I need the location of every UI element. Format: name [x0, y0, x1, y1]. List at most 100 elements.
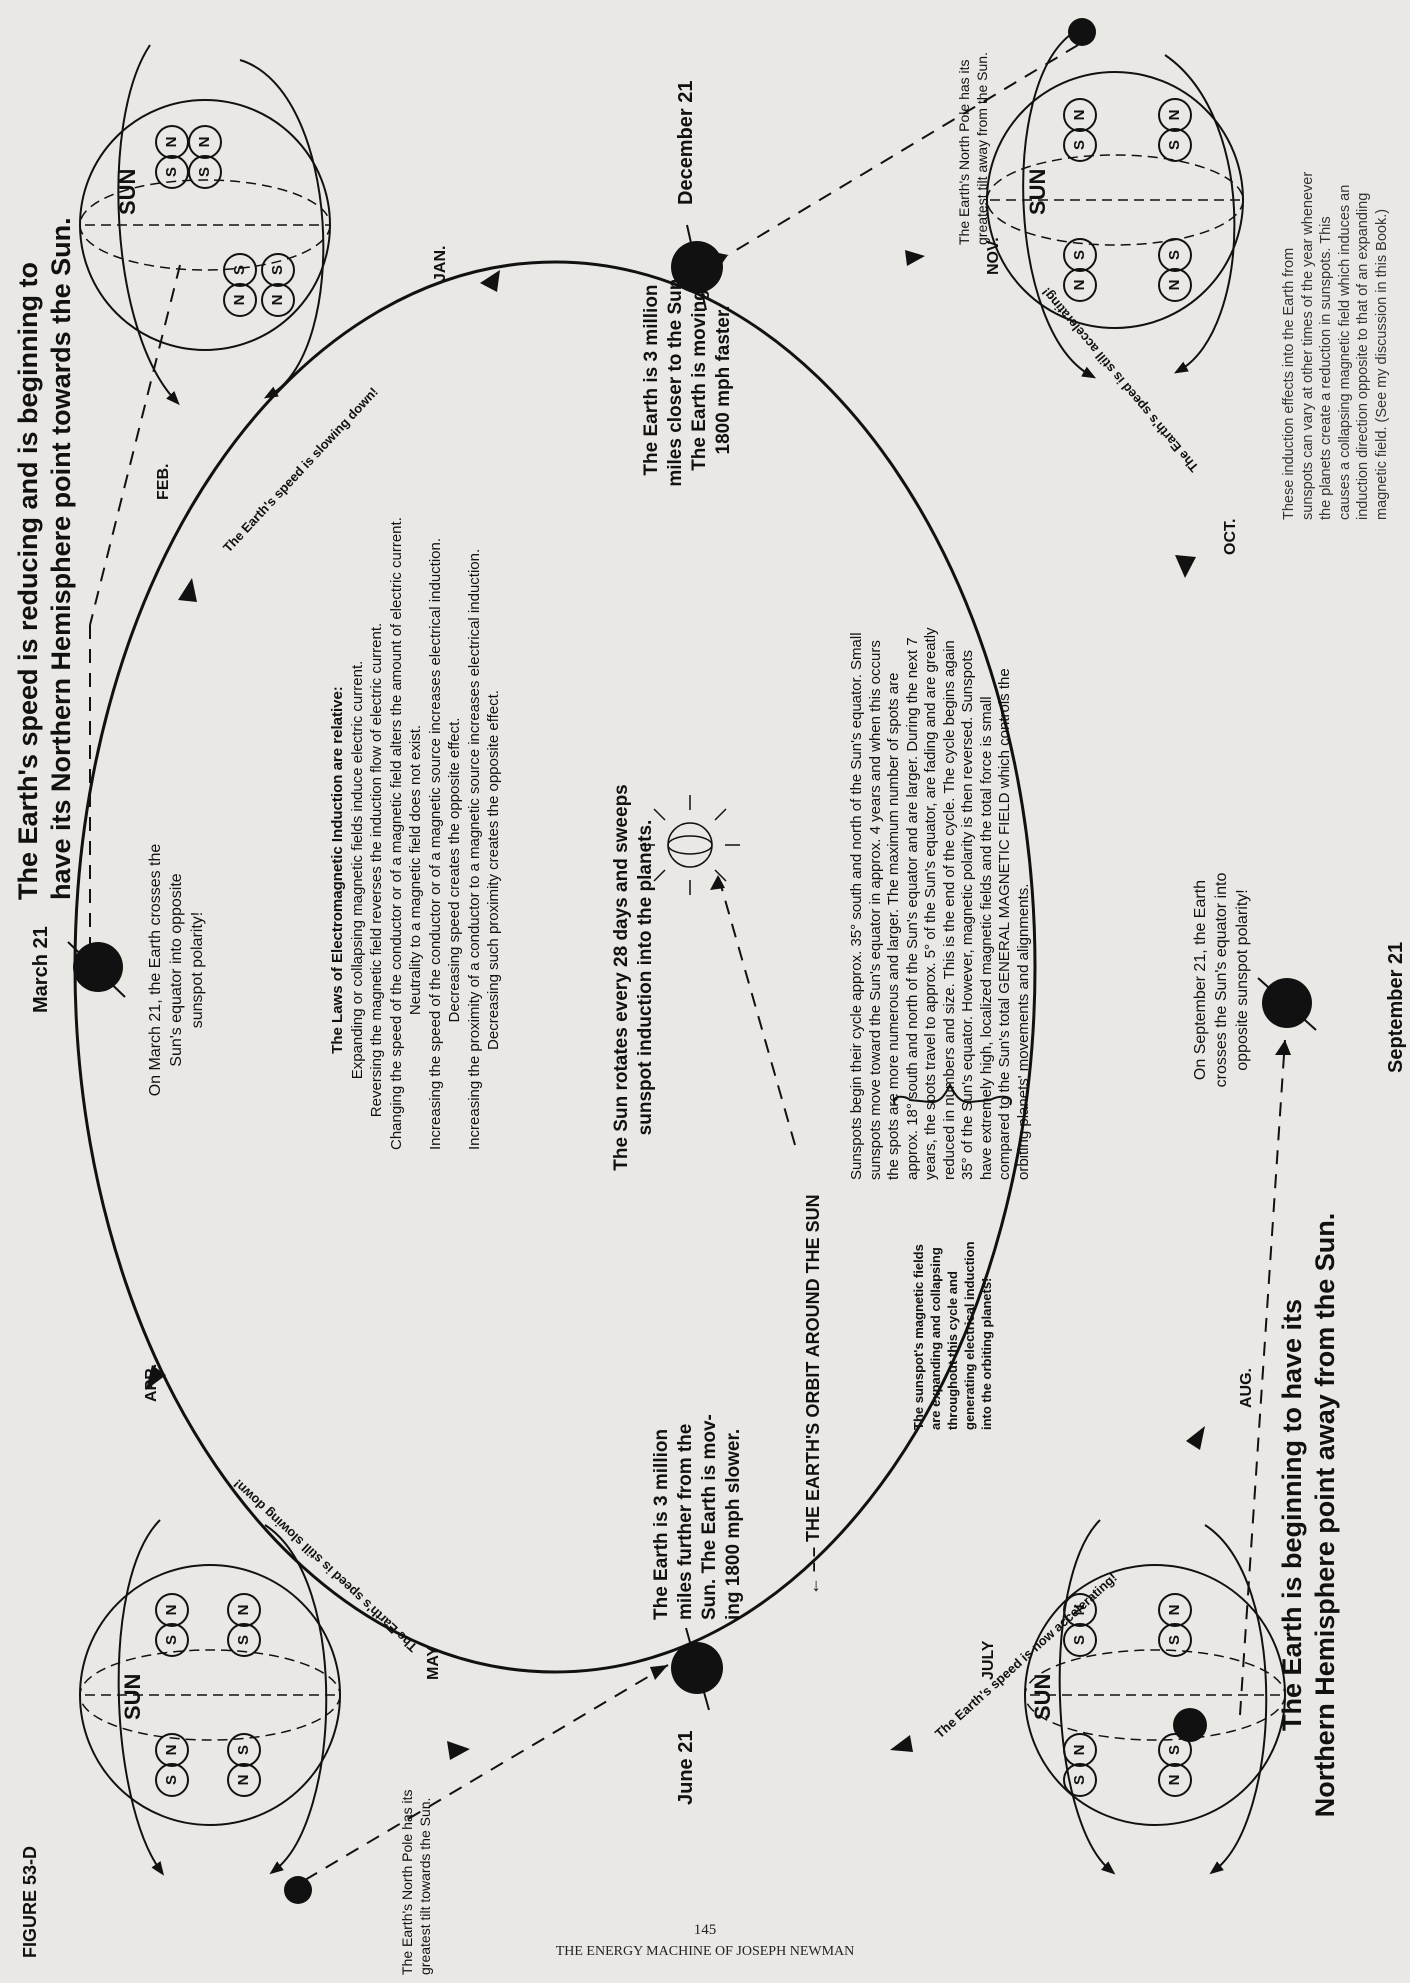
- sunspot-letter: N: [234, 1602, 254, 1618]
- month-oct: OCT.: [1222, 519, 1240, 555]
- sunspot-letter: S: [230, 262, 250, 278]
- september-note-line-2: crosses the Sun's equator into: [1211, 850, 1232, 1110]
- heading-bottom-line-2: Northern Hemisphere point away from the …: [1309, 1060, 1342, 1970]
- month-feb: FEB.: [155, 464, 173, 500]
- sun-label-bottom-left: SUN: [120, 1674, 146, 1720]
- sunspot-fields-line-1: The sunspot's magnetic fields: [910, 1110, 927, 1430]
- heading-top-line-2: have its Northern Hemisphere point towar…: [45, 217, 78, 900]
- heading-top: The Earth's speed is reducing and is beg…: [12, 217, 78, 900]
- september-note-line-3: opposite sunspot polarity!: [1232, 850, 1253, 1110]
- heading-bottom-line-1: The Earth is beginning to have its: [1276, 1060, 1309, 1970]
- month-aug: AUG.: [1238, 1368, 1256, 1408]
- laws-title: The Laws of Electromagnetic Induction ar…: [328, 590, 348, 1150]
- december-note: The Earth is 3 million miles closer to t…: [640, 270, 736, 490]
- sunspot-letter: N: [1070, 107, 1090, 123]
- induction-effects-line-4: causes a collapsing magnetic field which…: [1336, 70, 1355, 520]
- sunspot-letter: N: [195, 134, 215, 150]
- sun-rotation-line-1: The Sun rotates every 28 days and sweeps: [610, 755, 634, 1200]
- heading-bottom: The Earth is beginning to have its North…: [1276, 1060, 1342, 1970]
- label-march-21: March 21: [30, 926, 53, 1013]
- sunspot-letter: S: [195, 164, 215, 180]
- induction-effects-line-6: magnetic field. (See my discussion in th…: [1373, 70, 1392, 520]
- sunspot-cycle-line-6: reduced in numbers and size. This is the…: [941, 420, 960, 1180]
- december-note-line-4: 1800 mph faster.: [712, 270, 736, 490]
- orbit-label: ← – – THE EARTH'S ORBIT AROUND THE SUN: [803, 1194, 824, 1595]
- book-title: THE ENERGY MACHINE OF JOSEPH NEWMAN: [0, 1944, 1410, 1960]
- june-note: The Earth is 3 million miles further fro…: [650, 1395, 746, 1620]
- sunspot-letter: S: [1070, 137, 1090, 153]
- laws-line-4: Neutrality to a magnetic field does not …: [406, 590, 426, 1150]
- june-note-line-4: ing 1800 mph slower.: [722, 1395, 746, 1620]
- laws-line-1: Expanding or collapsing magnetic fields …: [348, 590, 368, 1150]
- sunspot-cycle-line-8: have extremely high, localized magnetic …: [978, 420, 997, 1180]
- sunspot-cycle-paragraph: Sunspots begin their cycle approx. 35° s…: [848, 420, 1033, 1180]
- march-note-line-3: sunspot polarity!: [187, 830, 208, 1110]
- sunspot-letter: S: [1070, 1772, 1090, 1788]
- sunspot-letter: S: [1070, 1632, 1090, 1648]
- sun-rotation-text: The Sun rotates every 28 days and sweeps…: [610, 755, 658, 1200]
- sunspot-cycle-line-10: orbiting planets' movements and alignmen…: [1015, 420, 1034, 1180]
- sunspot-letter: S: [234, 1742, 254, 1758]
- sunspot-letter: S: [268, 262, 288, 278]
- sunspot-letter: S: [162, 1772, 182, 1788]
- december-note-line-3: The Earth is moving: [688, 270, 712, 490]
- sunspot-fields-line-4: generating electrical induction: [961, 1110, 978, 1430]
- sunspot-letter: S: [1070, 247, 1090, 263]
- earth-september: [1258, 978, 1316, 1030]
- label-june-21: June 21: [675, 1731, 698, 1805]
- sunspot-letter: N: [234, 1772, 254, 1788]
- orbit-label-pointer: ← – –: [803, 1542, 823, 1595]
- march-note: On March 21, the Earth crosses the Sun's…: [145, 830, 208, 1110]
- sunspot-fields-line-5: into the orbiting planets!: [978, 1110, 995, 1430]
- march-note-line-2: Sun's equator into opposite: [166, 830, 187, 1110]
- month-may: MAY: [425, 1646, 443, 1680]
- sunspot-fields-line-2: are expanding and collapsing: [927, 1110, 944, 1430]
- sunspot-letter: N: [1070, 1602, 1090, 1618]
- sunspot-letter: N: [1165, 107, 1185, 123]
- june-note-line-2: miles further from the: [674, 1395, 698, 1620]
- north-pole-away-note: The Earth's North Pole has its greatest …: [955, 52, 991, 245]
- september-note: On September 21, the Earth crosses the S…: [1190, 850, 1253, 1110]
- laws-line-6: Decreasing speed creates the opposite ef…: [445, 590, 465, 1150]
- sunspot-cycle-line-7: 35° of the Sun's equator. However, magne…: [959, 420, 978, 1180]
- sun-label-top-left: SUN: [115, 169, 141, 215]
- sun-rotation-line-2: sunspot induction into the planets.: [634, 755, 658, 1200]
- sunspot-letter: N: [162, 1602, 182, 1618]
- heading-top-line-1: The Earth's speed is reducing and is beg…: [12, 217, 45, 900]
- laws-line-8: Decreasing such proximity creates the op…: [484, 590, 504, 1150]
- sunspot-letter: S: [234, 1632, 254, 1648]
- sun-diagram-top-left: [80, 45, 330, 400]
- sunspot-letter: N: [162, 134, 182, 150]
- induction-effects-line-5: induction direction opposite to that of …: [1354, 70, 1373, 520]
- page-number: 145: [0, 1922, 1410, 1939]
- sunspot-letter: S: [1165, 137, 1185, 153]
- sunspot-letter: S: [1165, 1742, 1185, 1758]
- induction-effects-note: These induction effects into the Earth f…: [1280, 70, 1391, 520]
- sunspot-letter: N: [230, 292, 250, 308]
- march-note-line-1: On March 21, the Earth crosses the: [145, 830, 166, 1110]
- sun-label-bottom-right: SUN: [1030, 1674, 1056, 1720]
- laws-block: The Laws of Electromagnetic Induction ar…: [328, 590, 504, 1150]
- december-note-line-1: The Earth is 3 million: [640, 270, 664, 490]
- sunspot-fields-note: The sunspot's magnetic fields are expand…: [910, 1110, 995, 1430]
- laws-line-5: Increasing the speed of the conductor or…: [426, 590, 446, 1150]
- laws-line-3: Changing the speed of the conductor or o…: [387, 590, 407, 1150]
- sunspot-letter: N: [1165, 277, 1185, 293]
- sunspot-cycle-line-5: years, the spots travel to approx. 5° of…: [922, 420, 941, 1180]
- sunspot-letter: S: [162, 164, 182, 180]
- sunspot-cycle-line-3: the spots are more numerous and larger. …: [885, 420, 904, 1180]
- month-apr: APR.: [143, 1364, 161, 1402]
- laws-line-2: Reversing the magnetic field reverses th…: [367, 590, 387, 1150]
- sunspot-cycle-line-9: compared to the Sun's total GENERAL MAGN…: [996, 420, 1015, 1180]
- sun-label-top-right: SUN: [1025, 169, 1051, 215]
- north-pole-away-line-1: The Earth's North Pole has its: [955, 52, 973, 245]
- june-note-line-3: Sun. The Earth is mov-: [698, 1395, 722, 1620]
- sunspot-letter: N: [1070, 277, 1090, 293]
- label-september-21: September 21: [1385, 942, 1408, 1073]
- september-note-line-1: On September 21, the Earth: [1190, 850, 1211, 1110]
- induction-effects-line-3: the planets create a reduction in sunspo…: [1317, 70, 1336, 520]
- sunspot-cycle-line-4: approx. 18° south and north of the Sun's…: [904, 420, 923, 1180]
- induction-effects-line-1: These induction effects into the Earth f…: [1280, 70, 1299, 520]
- north-pole-away-line-2: greatest tilt away from the Sun.: [973, 52, 991, 245]
- label-december-21: December 21: [675, 80, 698, 205]
